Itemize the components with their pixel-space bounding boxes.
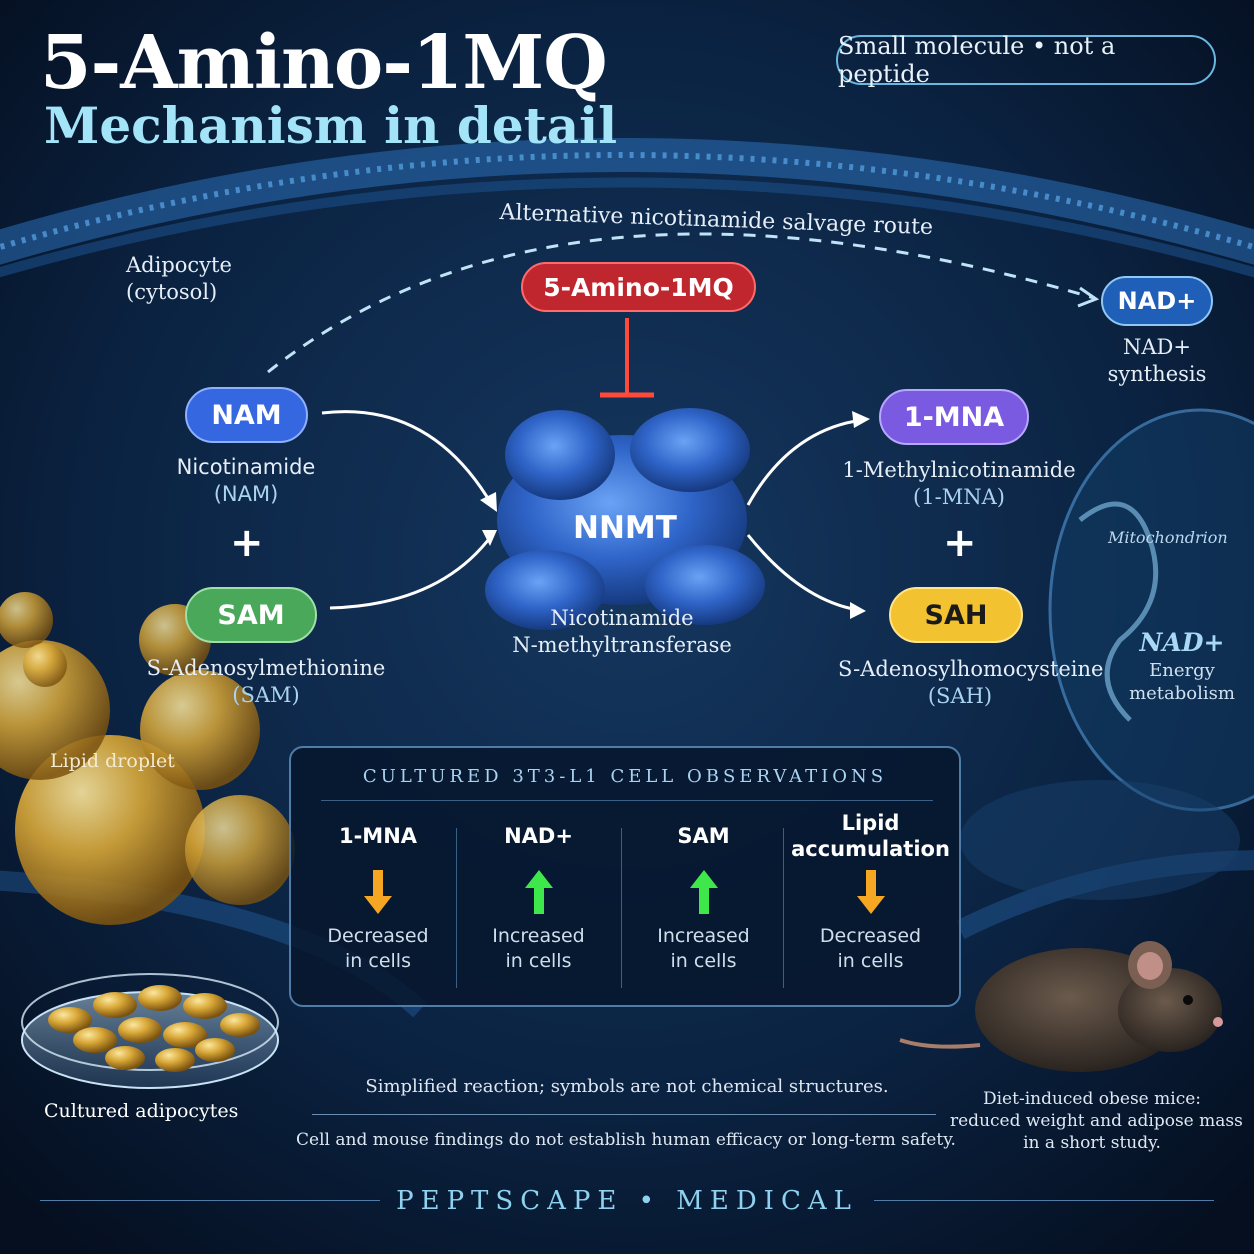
sah-label: S-Adenosylhomocysteine (SAH) <box>838 657 1104 709</box>
mna-label: 1-Methylnicotinamide (1-MNA) <box>842 458 1076 510</box>
mitochondrion-label: Mitochondrion <box>1108 528 1228 547</box>
nad-synthesis-label: NAD+ synthesis <box>1107 335 1207 387</box>
nam-label: Nicotinamide (NAM) <box>176 455 316 507</box>
observation-heading: 1-MNA <box>338 823 418 848</box>
plus-sign-right: + <box>943 520 977 566</box>
disclaimer-note: Cell and mouse findings do not establish… <box>296 1130 956 1150</box>
lipid-droplet-label: Lipid droplet <box>50 750 175 772</box>
sam-label: S-Adenosylmethionine (SAM) <box>146 656 386 708</box>
enzyme-full-name: Nicotinamide N-methyltransferase <box>512 606 732 658</box>
footer-rule-left <box>40 1200 380 1201</box>
observation-heading: SAM <box>677 823 730 848</box>
column-divider <box>783 828 784 988</box>
nad-pill: NAD+ <box>1101 276 1213 326</box>
nnmt-enzyme-label: NNMT <box>573 510 677 546</box>
page-subtitle: Mechanism in detail <box>44 96 618 155</box>
plus-sign-left: + <box>230 520 264 566</box>
inhibitor-pill: 5-Amino-1MQ <box>521 262 756 312</box>
mna-pill: 1-MNA <box>879 389 1029 445</box>
footer-rule-right <box>874 1200 1214 1201</box>
arrow-down-icon <box>856 870 885 914</box>
sam-pill: SAM <box>185 587 317 643</box>
observations-panel: CULTURED 3T3-L1 CELL OBSERVATIONS 1-MNA … <box>289 746 961 1007</box>
arrow-up-icon <box>689 870 718 914</box>
mice-finding-note: Diet-induced obese mice: reduced weight … <box>950 1089 1243 1154</box>
nam-pill: NAM <box>185 387 308 443</box>
column-divider <box>621 828 622 988</box>
cell-label: Adipocyte (cytosol) <box>126 253 232 305</box>
simplified-note: Simplified reaction; symbols are not che… <box>365 1076 889 1097</box>
mitochondrion-nad-label: NAD+ <box>1139 628 1225 657</box>
molecule-type-badge: Small molecule • not a peptide <box>836 32 1216 88</box>
notes-divider <box>312 1114 936 1115</box>
page-title: 5-Amino-1MQ <box>40 20 608 106</box>
arrow-down-icon <box>364 870 392 914</box>
observations-divider <box>321 800 933 801</box>
column-divider <box>456 828 457 988</box>
footer-brand: PEPTSCAPE • MEDICAL <box>396 1186 858 1216</box>
cultured-adipocytes-label: Cultured adipocytes <box>44 1100 239 1122</box>
arrow-up-icon <box>524 870 553 914</box>
energy-metabolism-label: Energy metabolism <box>1129 660 1235 704</box>
sah-pill: SAH <box>889 587 1023 643</box>
observations-title: CULTURED 3T3-L1 CELL OBSERVATIONS <box>362 766 888 787</box>
observation-heading: NAD+ <box>504 823 573 848</box>
